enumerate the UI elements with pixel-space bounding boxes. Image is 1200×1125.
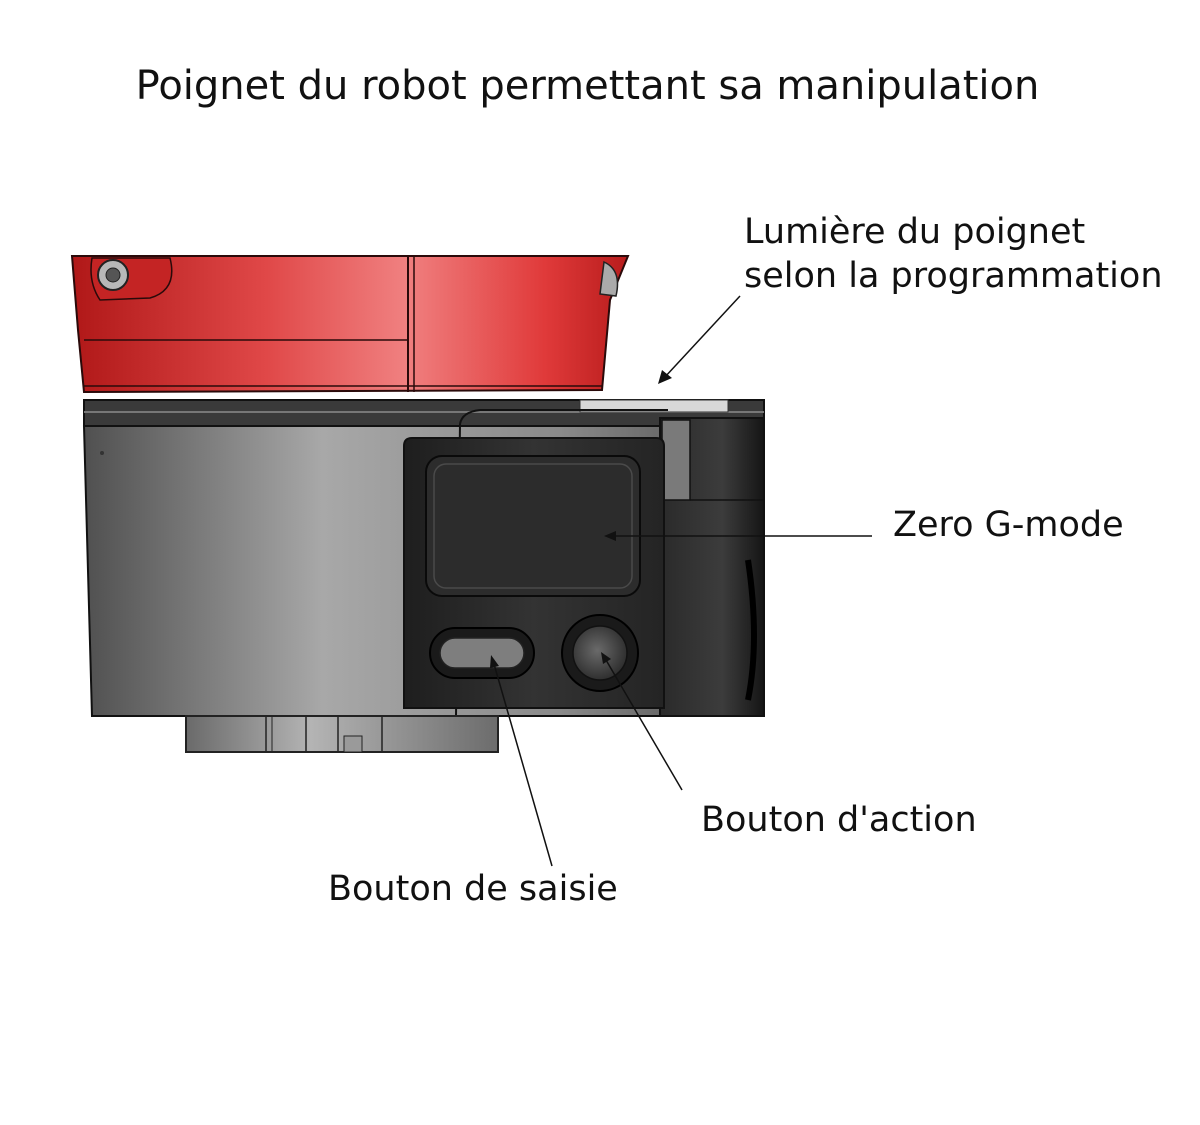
grip-button [429,627,535,679]
action-button [561,614,639,692]
leader-light [658,295,741,384]
zero-g-mode-label: Zero G-mode [893,505,1124,545]
wrist-light-label-line2: selon la programmation [744,256,1163,296]
wrist-light-label: Lumière du poignet selon la programmatio… [744,210,1163,298]
leader-grip [490,655,553,867]
wrist-side [659,417,765,717]
diagram-title: Poignet du robot permettant sa manipulat… [135,63,1040,109]
action-button-label: Bouton d'action [701,800,977,840]
grip-button-label: Bouton de saisie [328,869,618,909]
leader-zero-g [604,531,872,541]
zero-g-pad [425,455,641,597]
wrist-light-label-line1: Lumière du poignet [744,212,1086,252]
wrist-base [185,715,499,753]
leader-action [601,652,683,791]
red-flange [70,255,630,394]
